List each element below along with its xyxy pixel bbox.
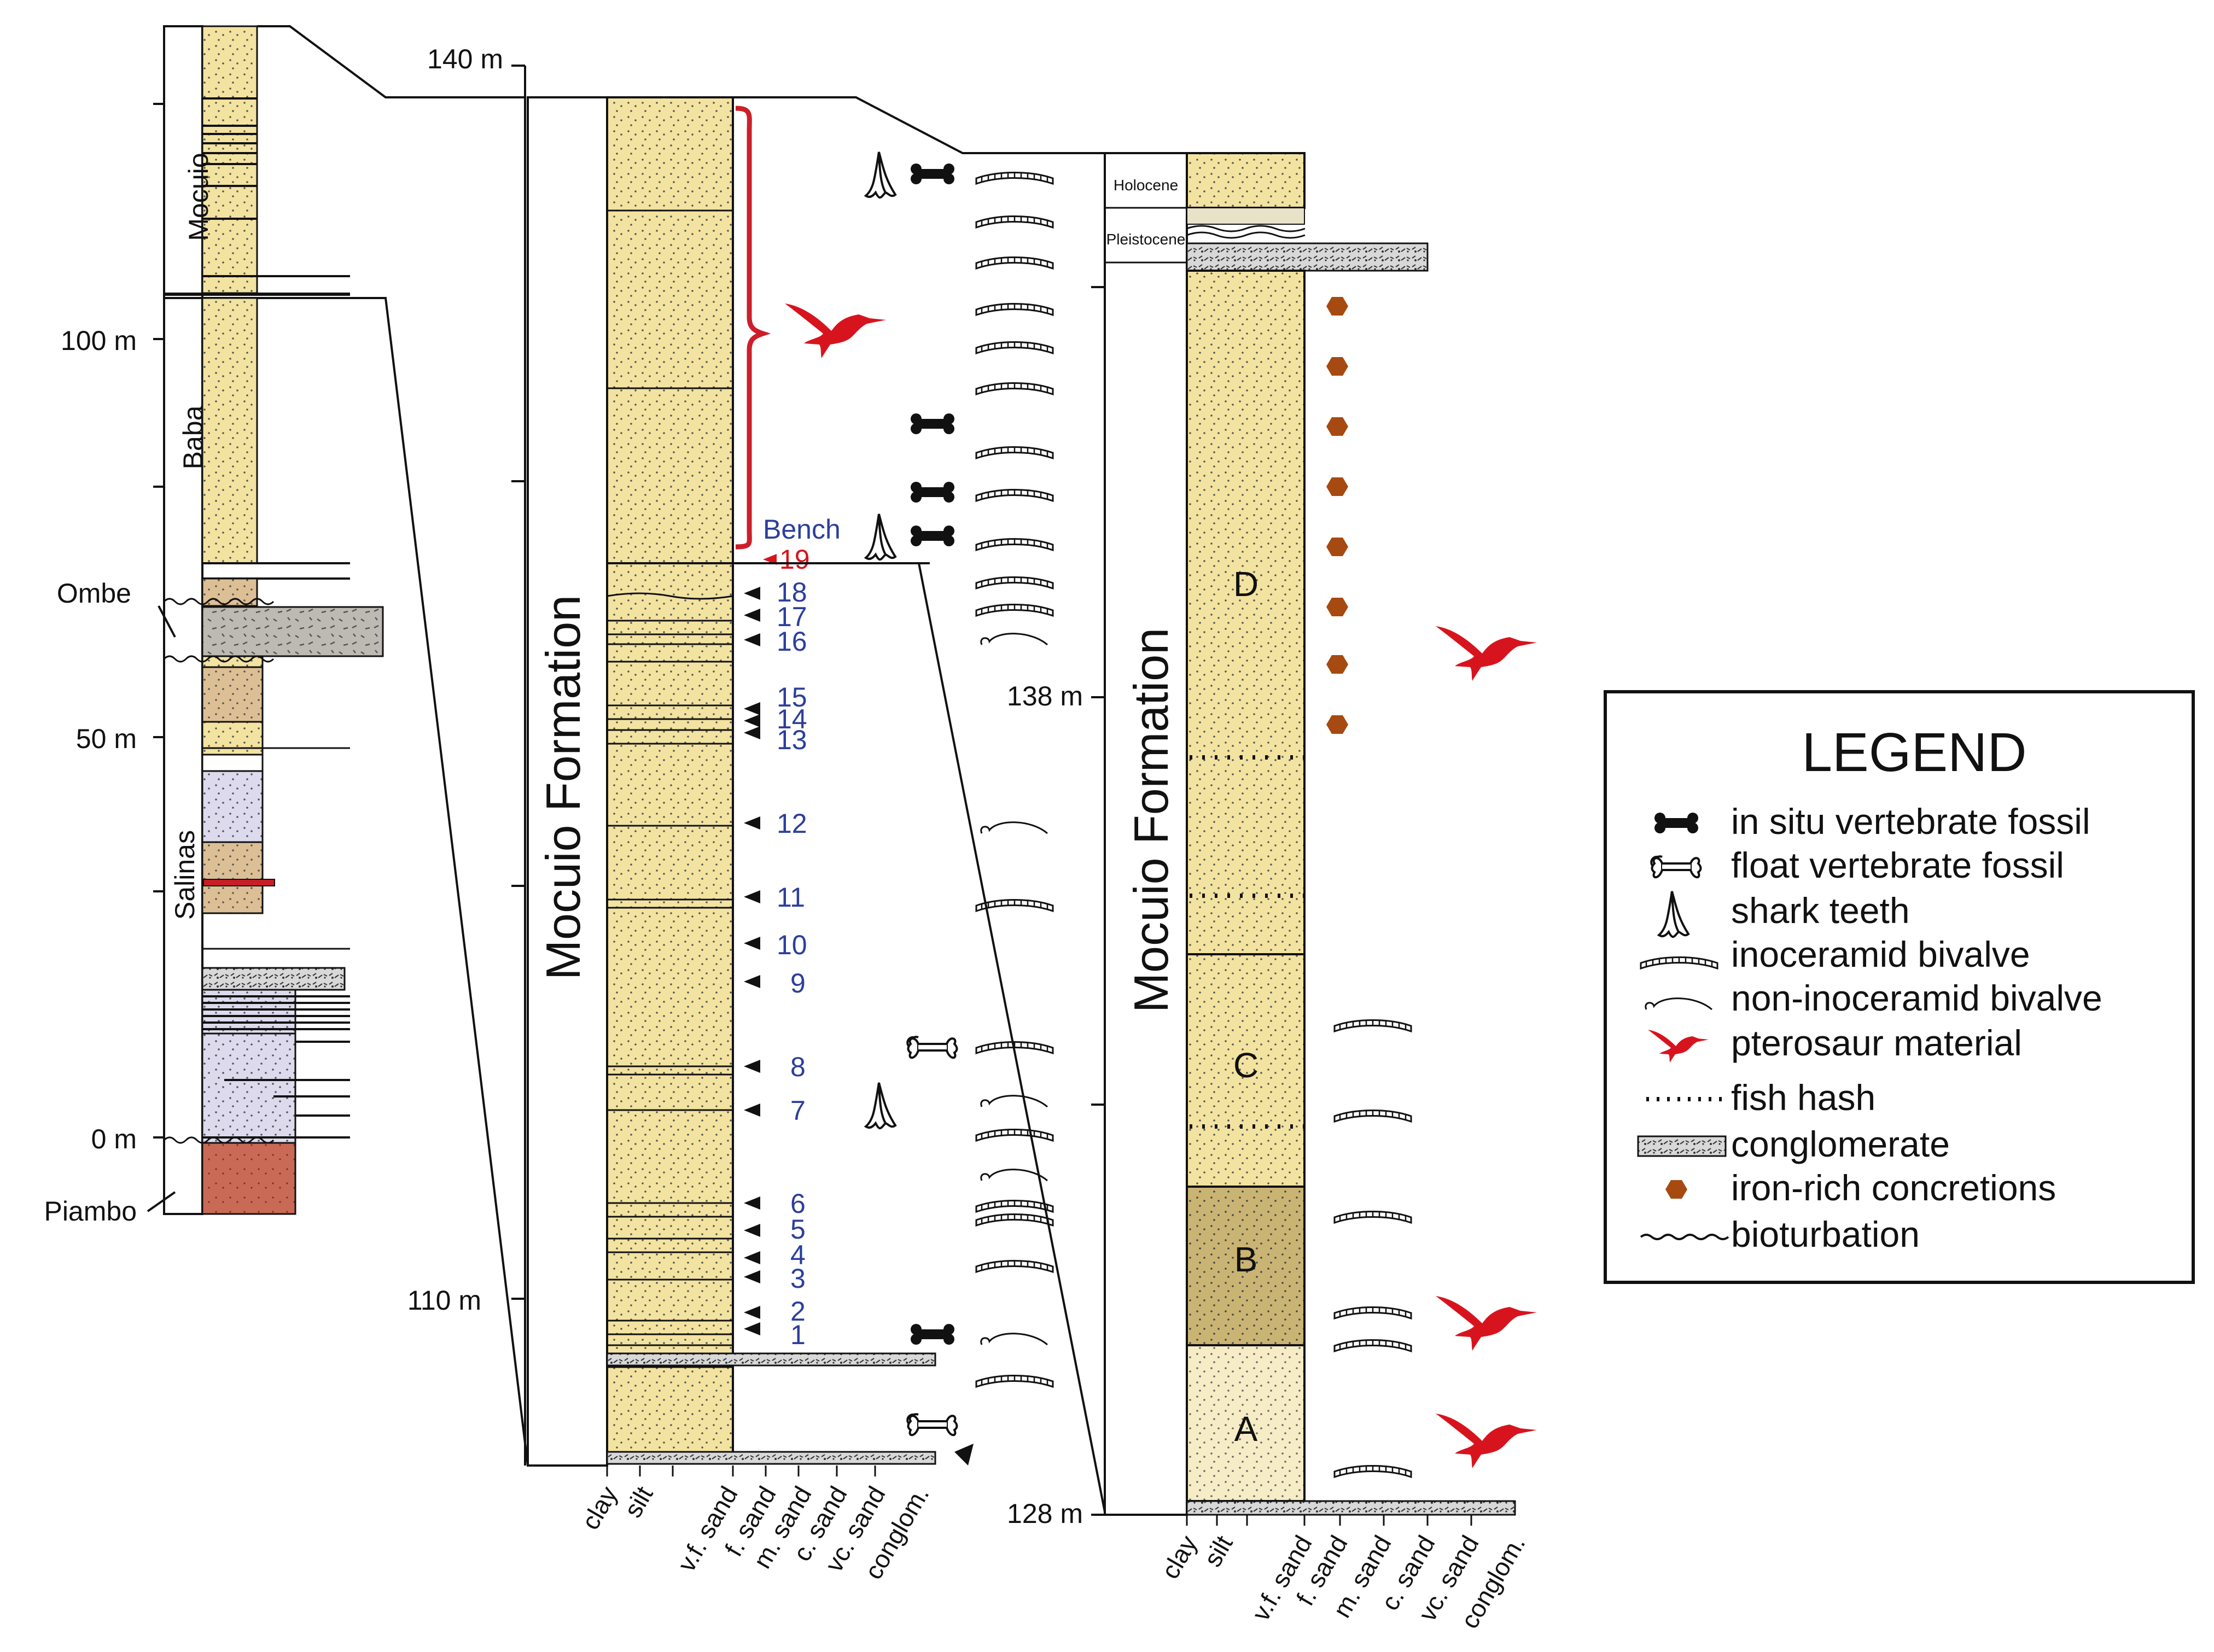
legend-label-pterosaur: pterosaur material <box>1731 1023 2022 1063</box>
legend-label-non-inoceramid: non-inoceramid bivalve <box>1731 978 2102 1018</box>
right-column: 138 m 128 m Holocene Pleistocene Mocuio … <box>1007 152 1537 1633</box>
sample-number-10: 10 <box>777 930 807 960</box>
overview-column: 100 m 50 m 0 m Mocuio Baba Ombe Salinas … <box>44 25 384 1227</box>
unit-label-c: C <box>1233 1046 1259 1085</box>
epoch-holocene: Holocene <box>1114 177 1178 194</box>
middle-formation-label: Mocuio Formation <box>536 595 590 980</box>
sample-number-12: 12 <box>777 808 807 839</box>
bench-number: 19 <box>779 544 810 575</box>
right-fossils <box>1326 297 1537 1478</box>
legend-label-fish-hash: fish hash <box>1731 1077 1875 1118</box>
legend-label-in-situ: in situ vertebrate fossil <box>1731 801 2090 842</box>
legend: LEGEND in situ vertebrate fossil float v… <box>1604 690 2195 1284</box>
right-scale-bottom: 128 m <box>1007 1498 1083 1529</box>
sample-number-6: 6 <box>790 1188 806 1219</box>
sample-number-4: 4 <box>790 1240 806 1270</box>
bioturbation-icon <box>1640 1234 1729 1240</box>
legend-label-iron: iron-rich concretions <box>1731 1168 2056 1208</box>
pterosaur-bracket <box>735 106 771 550</box>
legend-label-float: float vertebrate fossil <box>1731 845 2064 885</box>
bench-label: Bench <box>763 514 841 545</box>
middle-grain-clay: clay <box>576 1481 623 1534</box>
unit-label-b: B <box>1234 1240 1258 1279</box>
middle-scale-bottom: 110 m <box>407 1285 481 1316</box>
sample-number-15: 15 <box>777 682 807 713</box>
unit-label-a: A <box>1234 1409 1258 1449</box>
legend-label-inoceramid: inoceramid bivalve <box>1731 934 2030 974</box>
sample-number-2: 2 <box>790 1296 806 1327</box>
sample-number-16: 16 <box>777 626 807 657</box>
right-grain-silt: silt <box>1198 1531 1238 1572</box>
sample-number-7: 7 <box>790 1095 806 1126</box>
correlation-lines-left <box>257 25 529 1466</box>
sample-number-8: 8 <box>790 1052 806 1082</box>
formation-label-baba: Baba <box>178 405 208 469</box>
right-grain-clay: clay <box>1156 1531 1203 1584</box>
sample-number-5: 5 <box>790 1214 806 1245</box>
formation-label-ombe: Ombe <box>57 578 131 609</box>
sample-number-9: 9 <box>790 968 806 999</box>
unit-label-d: D <box>1233 564 1259 604</box>
right-formation-label: Mocuio Formation <box>1124 628 1178 1013</box>
middle-column: 140 m 110 m Mocuio Formation <box>407 44 1054 1584</box>
sample-markers <box>744 587 760 1335</box>
right-scale-top: 138 m <box>1007 681 1083 711</box>
legend-label-shark: shark teeth <box>1731 890 1910 931</box>
correlation-lines-right <box>607 96 1106 1513</box>
legend-title: LEGEND <box>1802 722 2026 783</box>
sample-number-13: 13 <box>777 725 807 755</box>
sample-number-11: 11 <box>777 882 805 913</box>
formation-label-salinas: Salinas <box>170 830 200 920</box>
sample-number-3: 3 <box>790 1263 806 1294</box>
legend-label-conglomerate: conglomerate <box>1731 1124 1950 1164</box>
conglomerate-icon <box>1637 1135 1727 1157</box>
sample-number-1: 1 <box>790 1320 806 1350</box>
legend-label-bioturbation: bioturbation <box>1731 1214 1920 1254</box>
sample-number-17: 17 <box>777 602 807 632</box>
epoch-pleistocene: Pleistocene <box>1106 231 1186 248</box>
scale-label-0m: 0 m <box>91 1124 137 1154</box>
formation-label-mocuio: Mocuio <box>183 153 214 241</box>
sample-number-18: 18 <box>777 577 807 608</box>
scale-label-50m: 50 m <box>76 723 137 754</box>
scale-label-100m: 100 m <box>61 325 137 356</box>
middle-scale-top: 140 m <box>427 44 503 74</box>
sample-number-14: 14 <box>777 704 807 734</box>
middle-grain-silt: silt <box>619 1481 659 1522</box>
middle-fossils <box>785 151 1054 1437</box>
formation-label-piambo: Piambo <box>44 1196 137 1227</box>
